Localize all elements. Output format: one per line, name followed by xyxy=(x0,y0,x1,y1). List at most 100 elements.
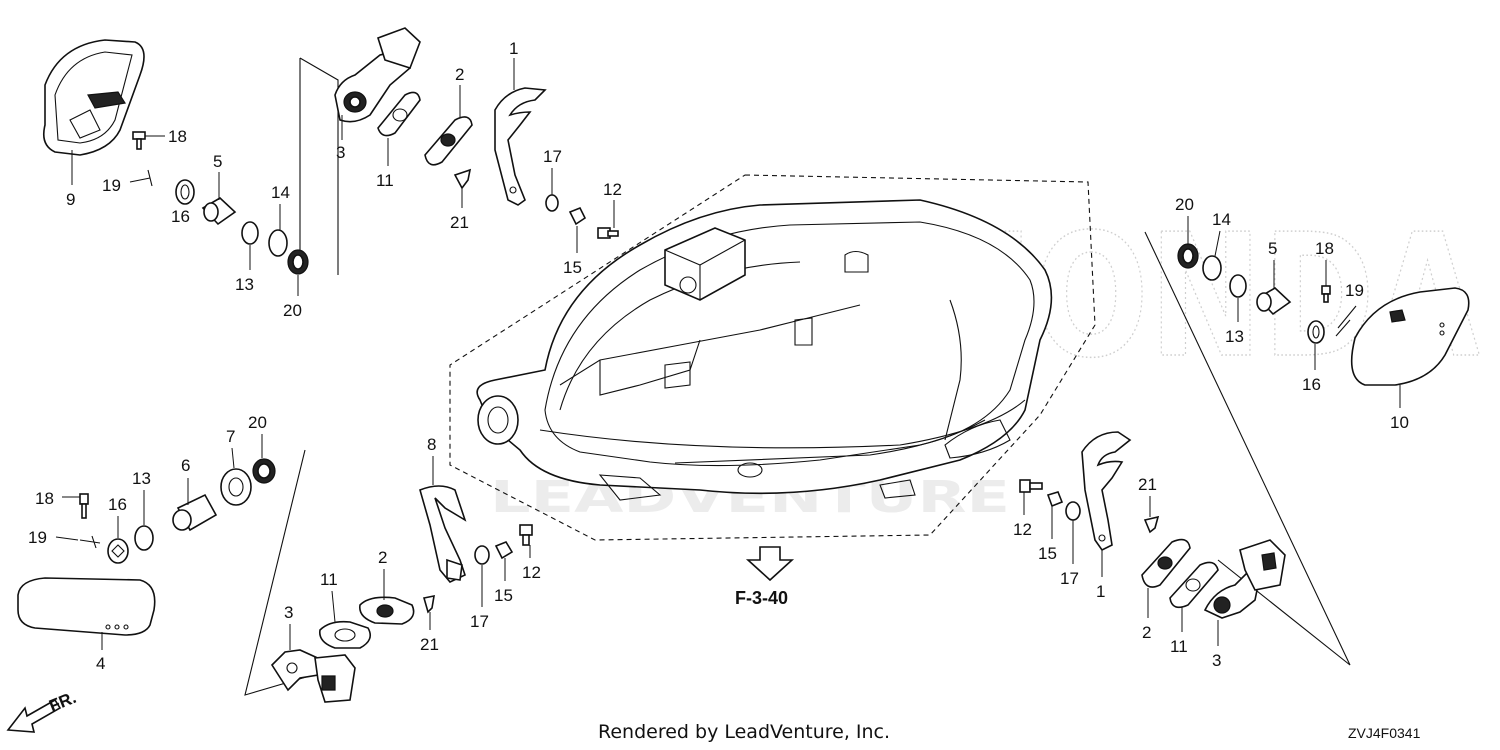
callout-13: 13 xyxy=(132,469,151,488)
part-20-seal-b xyxy=(1177,243,1199,269)
part-1-lever-b xyxy=(1081,431,1132,552)
callout-14: 14 xyxy=(1212,210,1231,229)
callout-12: 12 xyxy=(603,180,622,199)
assembly-outline xyxy=(449,174,1096,541)
part-17-washer-c xyxy=(1065,501,1081,521)
callout-10: 10 xyxy=(1390,413,1409,432)
callout-6: 6 xyxy=(181,456,190,475)
part-12-bolt-b xyxy=(519,524,533,546)
callout-3: 3 xyxy=(1212,651,1221,670)
part-11-gasket-a xyxy=(377,91,421,137)
part-15-nut-c xyxy=(1046,491,1064,508)
part-2-plate-c xyxy=(1141,538,1191,588)
callout-18: 18 xyxy=(1315,239,1334,258)
callout-5: 5 xyxy=(213,152,222,171)
part-21-screw-b xyxy=(422,594,435,614)
part-15-nut-b xyxy=(494,541,514,560)
callout-21: 21 xyxy=(450,213,469,232)
part-19-clip-a xyxy=(129,169,153,187)
part-8-lever xyxy=(419,485,467,583)
footer-credit: Rendered by LeadVenture, Inc. xyxy=(598,721,890,743)
part-15-nut-a xyxy=(568,206,587,226)
callout-3: 3 xyxy=(284,603,293,622)
callout-8: 8 xyxy=(427,435,436,454)
front-arrow-icon: FR. xyxy=(6,688,79,733)
callout-19: 19 xyxy=(102,176,121,195)
part-16-washer-c xyxy=(107,538,129,564)
part-11-gasket-c xyxy=(1169,561,1219,609)
part-21-screw-a xyxy=(453,168,472,190)
part-12-bolt-a xyxy=(597,227,619,239)
callout-3: 3 xyxy=(336,143,345,162)
callout-15: 15 xyxy=(494,586,513,605)
part-13-ring-c xyxy=(134,525,154,551)
part-16-washer-b xyxy=(1307,320,1325,344)
part-18-pin-a xyxy=(132,131,146,150)
part-12-bolt-c xyxy=(1019,479,1043,493)
diagram-code: ZVJ4F0341 xyxy=(1348,725,1421,741)
lower-cover xyxy=(476,199,1053,501)
callout-13: 13 xyxy=(1225,327,1244,346)
part-17-washer-b xyxy=(474,545,490,565)
part-13-ring-b xyxy=(1229,274,1247,298)
callout-17: 17 xyxy=(1060,569,1079,588)
part-13-ring-a xyxy=(241,221,259,245)
callout-11: 11 xyxy=(376,171,394,190)
part-14-washer-b xyxy=(1202,255,1222,281)
part-20-seal-a xyxy=(287,249,309,275)
callout-14: 14 xyxy=(271,183,290,202)
callout-4: 4 xyxy=(96,654,105,673)
part-3-lever-b xyxy=(270,649,356,703)
callout-12: 12 xyxy=(1013,520,1032,539)
part-9-cover xyxy=(42,39,145,156)
callout-1: 1 xyxy=(509,39,518,58)
part-17-washer-a xyxy=(545,194,559,212)
callout-15: 15 xyxy=(1038,544,1057,563)
callout-11: 11 xyxy=(1170,637,1188,656)
callout-11: 11 xyxy=(320,570,338,589)
part-21-screw-c xyxy=(1143,515,1160,534)
callout-2: 2 xyxy=(455,65,464,84)
part-10-cover xyxy=(1350,287,1470,386)
callout-18: 18 xyxy=(35,489,54,508)
callout-9: 9 xyxy=(66,190,75,209)
part-3-lever-c xyxy=(1203,539,1286,619)
part-5-lock-a xyxy=(201,197,237,226)
front-label: FR. xyxy=(46,688,79,716)
part-11-gasket-b xyxy=(318,620,371,649)
callout-13: 13 xyxy=(235,275,254,294)
part-18-pin-c xyxy=(79,493,89,519)
callout-20: 20 xyxy=(283,301,302,320)
part-4-cover xyxy=(17,577,156,636)
callout-19: 19 xyxy=(1345,281,1364,300)
part-19-clip-b xyxy=(1335,305,1357,337)
part-6-cylinder xyxy=(172,493,218,532)
part-19-clip-c xyxy=(79,535,101,549)
callout-18: 18 xyxy=(168,127,187,146)
callout-20: 20 xyxy=(1175,195,1194,214)
callout-17: 17 xyxy=(470,612,489,631)
callout-19: 19 xyxy=(28,528,47,547)
callout-16: 16 xyxy=(171,207,190,226)
callout-16: 16 xyxy=(1302,375,1321,394)
callout-1: 1 xyxy=(1096,582,1105,601)
callout-20: 20 xyxy=(248,413,267,432)
part-2-plate-b xyxy=(358,596,415,625)
part-7-bushing xyxy=(220,468,252,506)
callout-7: 7 xyxy=(226,427,235,446)
callout-15: 15 xyxy=(563,258,582,277)
part-14-washer-a xyxy=(268,229,288,257)
group-guide-a xyxy=(299,57,339,275)
reference-arrow-icon xyxy=(745,546,795,582)
callout-17: 17 xyxy=(543,147,562,166)
part-2-plate-a xyxy=(424,116,473,166)
part-16-washer-a xyxy=(175,179,195,205)
group-guide-b xyxy=(1144,231,1351,666)
part-3-lever-a xyxy=(334,27,421,123)
part-5-lock-b xyxy=(1256,287,1292,316)
callout-16: 16 xyxy=(108,495,127,514)
callout-2: 2 xyxy=(378,548,387,567)
callout-21: 21 xyxy=(420,635,439,654)
callout-12: 12 xyxy=(522,563,541,582)
